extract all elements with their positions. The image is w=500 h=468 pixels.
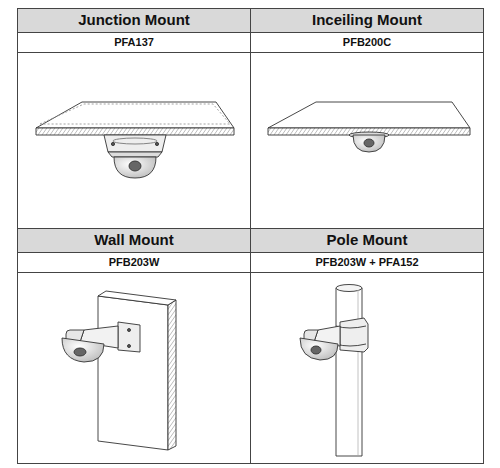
model-number: PFB200C — [343, 36, 391, 48]
pole-mount-illustration — [300, 285, 368, 457]
junction-mount-illustration — [36, 102, 234, 178]
column-header: Wall Mount — [94, 232, 173, 249]
table-grid — [17, 8, 484, 464]
model-number: PFB203W + PFA152 — [315, 256, 418, 268]
column-header: Pole Mount — [327, 232, 408, 249]
inceiling-mount-illustration — [268, 102, 470, 152]
wall-mount-illustration — [62, 291, 176, 450]
column-header: Inceiling Mount — [312, 12, 422, 29]
model-number: PFA137 — [114, 36, 154, 48]
model-number: PFB203W — [109, 256, 160, 268]
column-header: Junction Mount — [78, 12, 190, 29]
